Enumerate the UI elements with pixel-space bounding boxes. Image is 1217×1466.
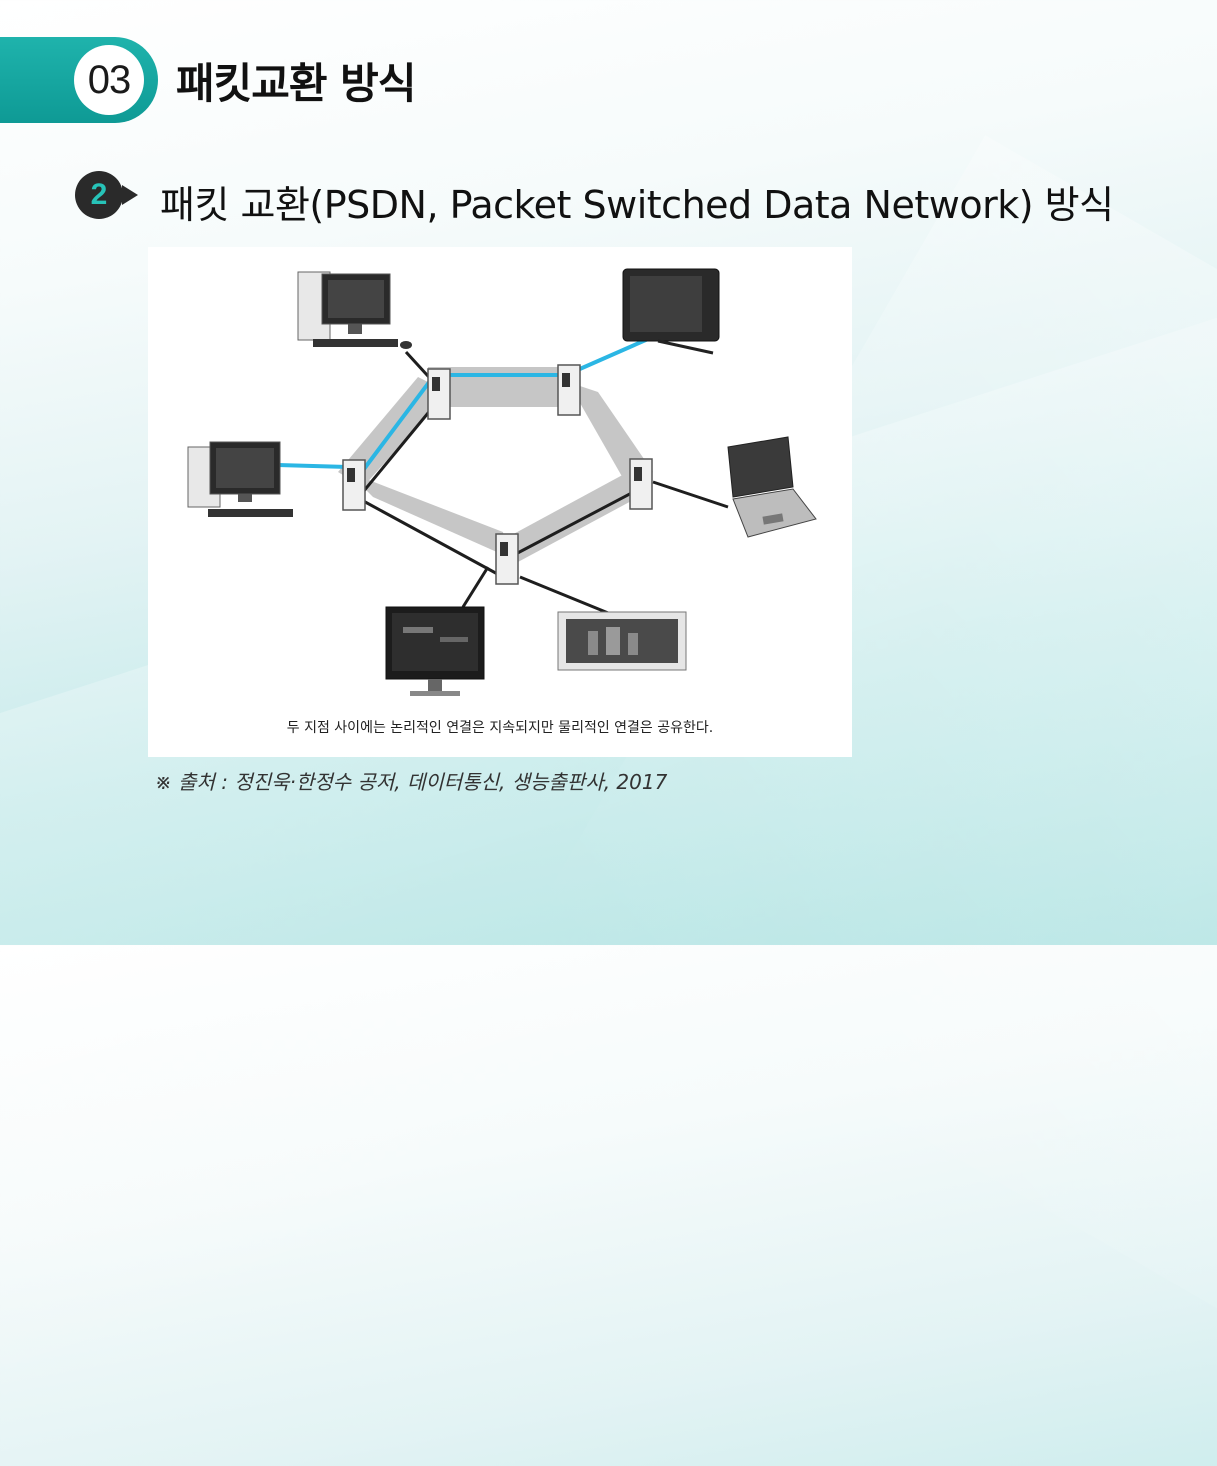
figure-caption: 두 지점 사이에는 논리적인 연결은 지속되지만 물리적인 연결은 공유한다. (286, 720, 714, 736)
laptop-right (727, 436, 817, 538)
subsection-number-badge: 2 (75, 171, 123, 219)
link-switch-left-bottom (355, 495, 504, 579)
tablet-screen (630, 276, 702, 332)
tablet-top-right (622, 268, 720, 355)
switch-right (629, 458, 653, 510)
subsection-arrow-icon (122, 185, 138, 205)
laptop-touchpad (762, 513, 784, 525)
monitor1-base (410, 691, 460, 696)
switches (342, 364, 653, 585)
link-ring-left (361, 406, 435, 493)
monitor1-window-a (403, 627, 433, 633)
link-switch-right-bottom (509, 485, 644, 559)
desktop1-stand (348, 324, 362, 334)
desktop1-screen (328, 280, 384, 318)
switch-top-right (557, 364, 581, 416)
desktop-left (187, 441, 293, 517)
switch-top-right-panel (562, 373, 570, 387)
link-switch-laptop (652, 480, 729, 509)
desktop1-mouse (400, 341, 412, 349)
trunk-left-bottom (348, 472, 508, 557)
laptop-lid (727, 436, 794, 498)
monitor2-screen (566, 619, 678, 663)
network-diagram (187, 268, 817, 696)
switch-left (342, 459, 366, 511)
monitor1-window-b (440, 637, 468, 642)
laptop-base (732, 488, 817, 538)
monitor2-figure-c (628, 633, 638, 655)
vc-tablet (572, 337, 649, 374)
monitor-bottom-left (385, 606, 485, 696)
virtual-circuit (277, 337, 649, 479)
switch-bottom-panel (500, 542, 508, 556)
tablet-stand (657, 339, 714, 355)
subsection-title: 패킷 교환(PSDN, Packet Switched Data Network… (160, 183, 1114, 227)
desktop2-stand (238, 494, 252, 502)
desktop2-keyboard (208, 509, 293, 517)
monitor-bottom-right (557, 611, 687, 671)
switch-bottom (495, 533, 519, 585)
monitor2-figure-a (588, 631, 598, 655)
link-switch-monitor2 (519, 575, 619, 619)
section-title: 패킷교환 방식 (176, 59, 416, 108)
switch-top-left-panel (432, 377, 440, 391)
vc-desktop2 (277, 463, 349, 469)
link-switch-monitor1 (461, 566, 490, 608)
switch-right-panel (634, 467, 642, 481)
monitor1-stand (428, 679, 442, 691)
switch-top-left (427, 368, 451, 420)
monitor2-figure-b (606, 627, 620, 655)
source-citation: ※ 출처 : 정진욱·한정수 공저, 데이터통신, 생능출판사, 2017 (155, 770, 668, 794)
section-number-badge: 03 (74, 45, 144, 115)
desktop1-keyboard (313, 339, 398, 347)
vc-diagonal (356, 375, 435, 479)
desktop2-screen (216, 448, 274, 488)
desktop-top-left (297, 271, 412, 349)
switch-left-panel (347, 468, 355, 482)
packet-network-figure: 두 지점 사이에는 논리적인 연결은 지속되지만 물리적인 연결은 공유한다. (148, 247, 852, 757)
physical-links (355, 350, 729, 619)
